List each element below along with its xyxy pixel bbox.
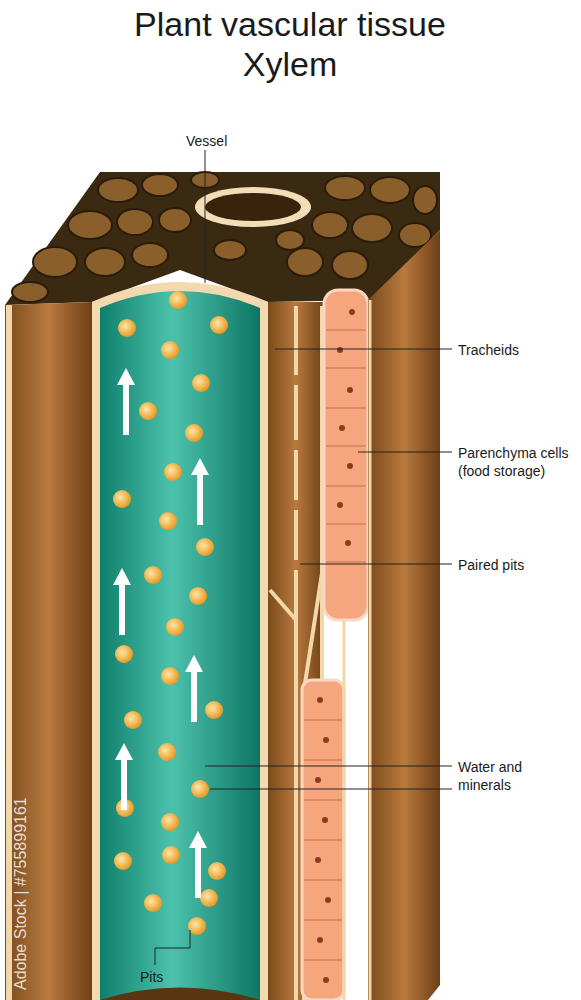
top-cells xyxy=(12,172,437,302)
wall-edge xyxy=(369,300,372,1000)
part-label: Pits xyxy=(140,968,200,986)
vessel-rim xyxy=(195,187,311,227)
watermark: Adobe Stock | #755899161 xyxy=(12,730,30,990)
vessel-lumen xyxy=(100,291,260,1000)
part-label: Paired pits xyxy=(458,556,568,574)
wall-edge xyxy=(343,620,346,1000)
right-wall xyxy=(368,230,440,1000)
title: Plant vascular tissue Xylem xyxy=(100,4,480,84)
vessel-wall xyxy=(92,282,268,1000)
vessel-opening xyxy=(205,193,301,221)
top-face xyxy=(5,172,440,305)
nuclei xyxy=(315,309,355,983)
parenchyma-cells-lower xyxy=(304,720,342,960)
parenchyma-upper xyxy=(324,290,368,620)
part-label: Vessel xyxy=(186,132,266,150)
parenchyma-cells xyxy=(326,330,366,562)
water-dots xyxy=(113,291,228,935)
parenchyma-lower xyxy=(302,680,344,1000)
wall-edge xyxy=(6,305,12,1000)
part-label: Parenchyma cells (food storage) xyxy=(458,444,576,480)
vessel-bottom xyxy=(100,988,260,1000)
part-label: Water and minerals xyxy=(458,758,558,794)
left-wall xyxy=(5,302,92,1000)
part-label: Tracheids xyxy=(458,341,568,359)
leader-lines xyxy=(155,150,452,965)
flow-arrows xyxy=(113,368,209,898)
